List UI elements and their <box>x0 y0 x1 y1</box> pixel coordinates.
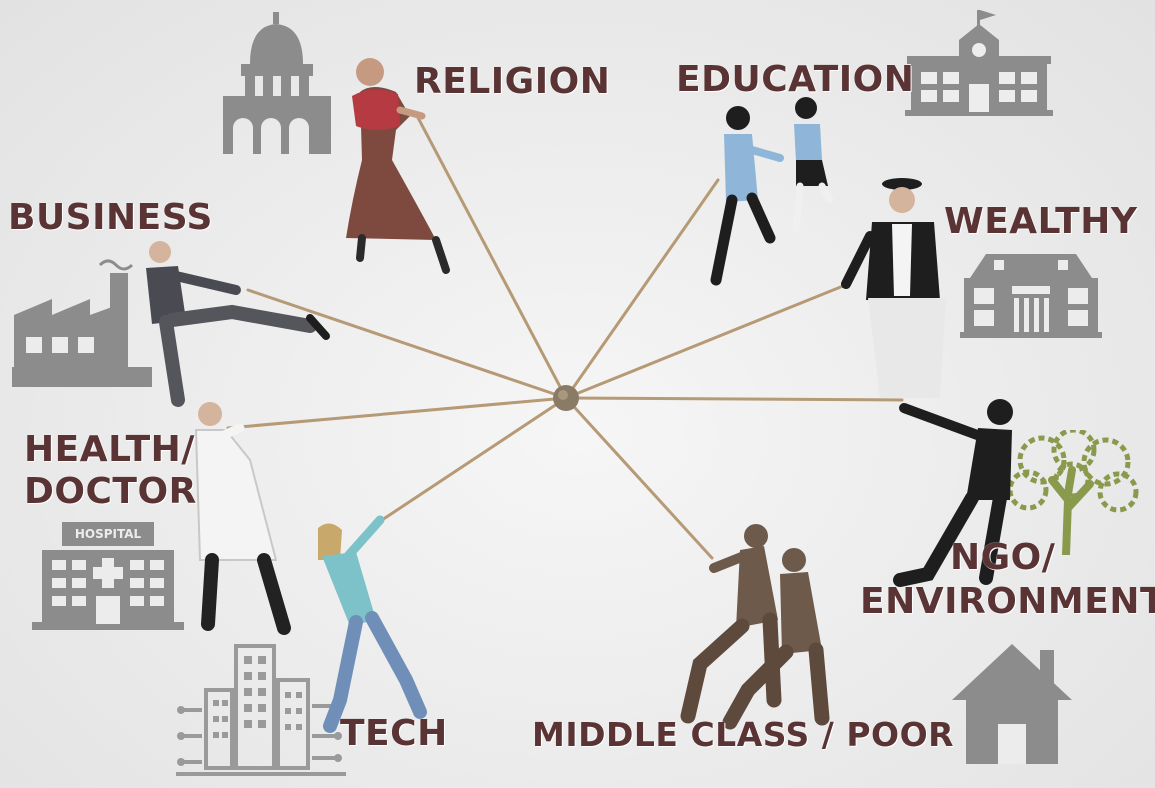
figure-ngo <box>893 399 1013 587</box>
figure-students <box>710 97 834 286</box>
label-religion: RELIGION <box>414 61 611 102</box>
rope-wealthy <box>564 282 850 400</box>
rope-education <box>564 178 720 400</box>
figure-doctor <box>194 402 291 635</box>
rope-middle-class <box>564 396 714 560</box>
mansion-icon <box>960 254 1102 338</box>
hospital-graphic <box>32 522 184 630</box>
figure-monk <box>346 58 450 274</box>
hospital-sign-text: HOSPITAL <box>74 527 142 541</box>
label-business: BUSINESS <box>8 197 213 238</box>
tree-icon <box>1007 430 1139 555</box>
label-ngo-line1: NGO/ <box>950 537 1056 578</box>
knot-highlight <box>558 390 568 400</box>
rope-tech <box>380 396 568 522</box>
label-tech: TECH <box>340 713 448 754</box>
figure-wealthy <box>841 178 946 398</box>
figure-businessman <box>146 241 330 407</box>
rope-business <box>246 288 568 400</box>
rope-ngo <box>564 396 904 402</box>
school-icon <box>905 10 1053 116</box>
label-ngo-line2: ENVIRONMENT <box>860 581 1155 622</box>
label-wealthy: WEALTHY <box>944 201 1138 242</box>
label-education: EDUCATION <box>676 59 915 100</box>
label-middle-class: MIDDLE CLASS / POOR <box>532 715 955 754</box>
house-icon <box>952 644 1072 764</box>
rope-health <box>226 396 568 430</box>
rope-religion <box>413 110 568 400</box>
temple-icon <box>223 12 331 154</box>
figure-workers <box>680 524 830 730</box>
factory-icon <box>12 259 152 387</box>
hospital-icon: HOSPITAL <box>32 520 184 630</box>
city-circuit-icon <box>176 644 346 776</box>
figure-tech-woman <box>318 515 427 733</box>
label-health-line2: DOCTOR <box>24 471 197 512</box>
label-health-line1: HEALTH/ <box>24 429 195 470</box>
